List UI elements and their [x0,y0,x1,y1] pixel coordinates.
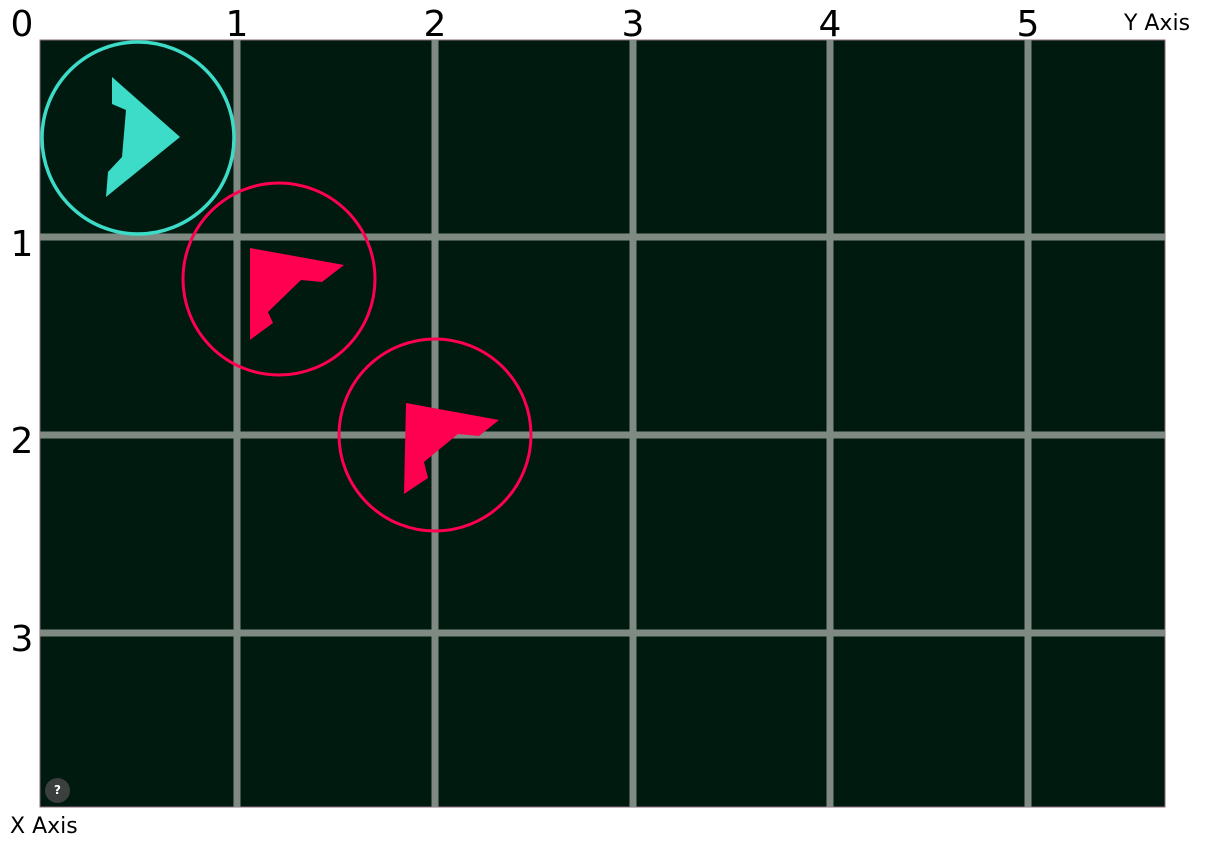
y-axis-title: Y Axis [1123,11,1190,36]
enemy-ship-1-icon [250,248,344,340]
enemy-ship-2-range-ring [337,337,533,533]
top-axis-label-3: 3 [622,4,645,45]
enemy-ship-2-icon [404,403,499,494]
game-board[interactable] [39,39,1166,808]
enemy-ship-2[interactable] [337,337,533,533]
left-axis-label-1: 1 [11,224,34,265]
grid-lines [40,40,1165,807]
enemy-ship-1-range-ring [181,181,377,377]
top-axis-label-1: 1 [226,4,249,45]
x-axis-title: X Axis [10,814,78,839]
top-axis-label-4: 4 [819,4,842,45]
player-ship-range-ring [40,40,236,236]
player-ship-icon [106,77,180,197]
help-button[interactable]: ? [45,778,70,803]
left-axis-label-2: 2 [11,421,34,462]
top-axis-label-2: 2 [424,4,447,45]
player-ship[interactable] [40,40,236,236]
top-axis-label-0: 0 [11,4,34,45]
top-axis-label-5: 5 [1017,4,1040,45]
enemy-ship-1[interactable] [181,181,377,377]
left-axis-label-3: 3 [11,619,34,660]
